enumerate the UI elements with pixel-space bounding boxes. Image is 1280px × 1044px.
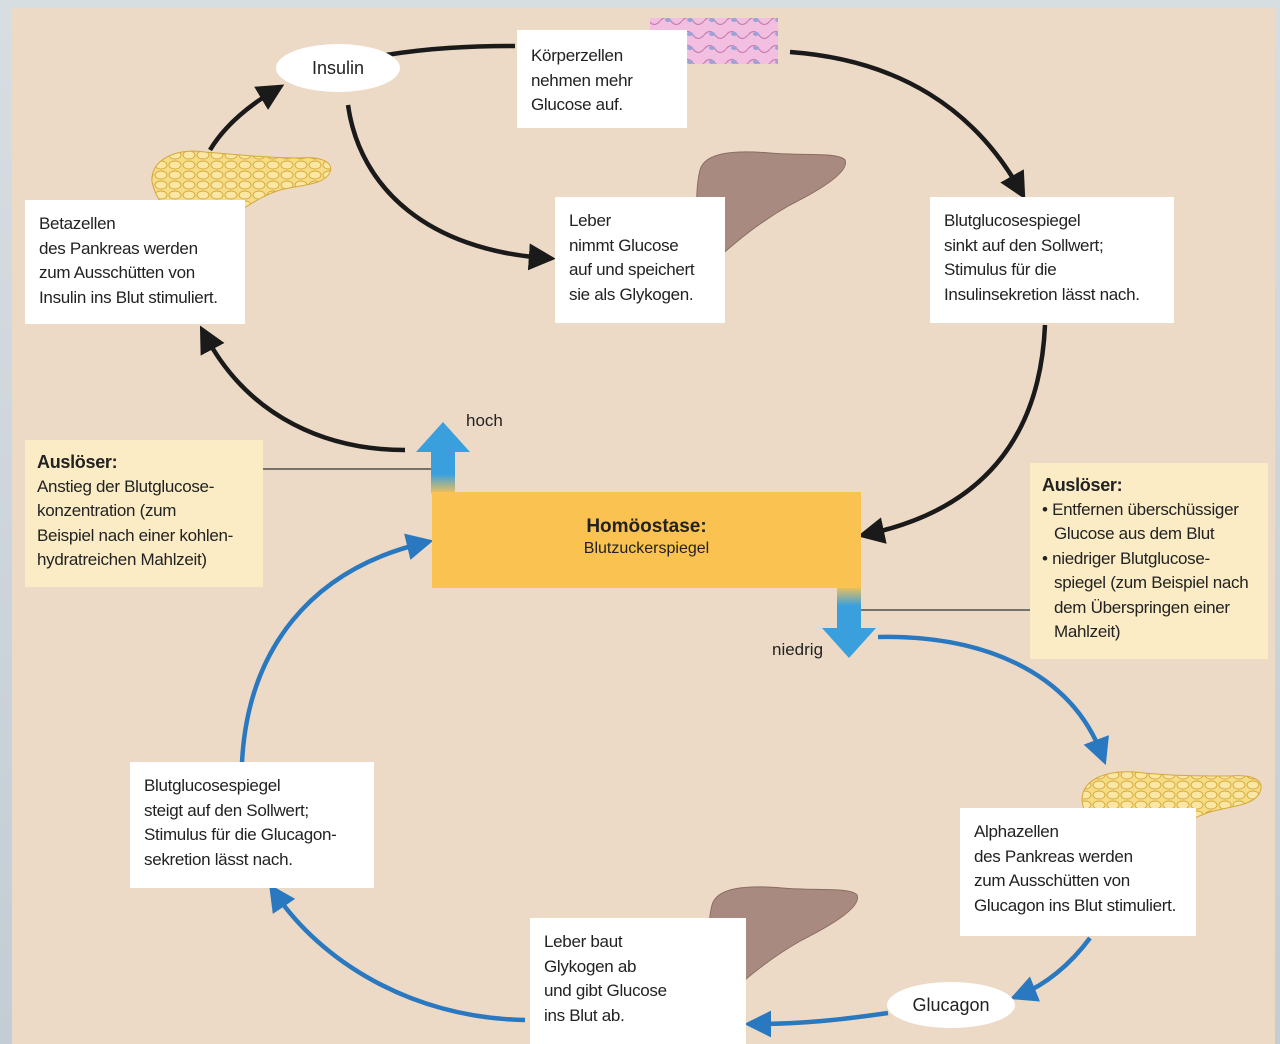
trigger-low-line: • niedriger Blutglucose-: [1042, 548, 1210, 568]
arrow-trigger-to-alpha: [877, 634, 1109, 766]
box-line: Glucagon ins Blut stimuliert.: [974, 895, 1176, 915]
trigger-low-box: Auslöser: • Entfernen überschüssiger Glu…: [1030, 463, 1268, 659]
arrow-liver-to-rise: [268, 884, 526, 1023]
box-line: Körperzellen: [531, 46, 623, 65]
trigger-high-heading: Auslöser:: [37, 452, 118, 472]
box-line: Stimulus für die Glucagon-: [144, 825, 337, 844]
arrow-bodycells-to-sink: [789, 49, 1026, 200]
box-line: zum Ausschütten von: [39, 263, 195, 282]
box-line: Alphazellen: [974, 822, 1059, 841]
trigger-high-line: hydratreichen Mahlzeit): [37, 550, 207, 569]
arrow-beta-to-insulin: [208, 84, 285, 152]
box-line: nimmt Glucose: [569, 235, 679, 255]
box-line: sekretion lässt nach.: [144, 849, 293, 869]
box-line: sinkt auf den Sollwert;: [944, 235, 1104, 255]
arrow-glucagon-to-liver: [744, 1010, 889, 1038]
box-line: auf und speichert: [569, 260, 695, 279]
homeostasis-box: Homöostase: Blutzuckerspiegel: [432, 492, 861, 588]
arrow-insulin-to-bodycells: [385, 43, 516, 58]
box-line: Insulin ins Blut stimuliert.: [39, 287, 218, 307]
liver-release-box: Leber baut Glykogen ab und gibt Glucose …: [530, 918, 746, 1044]
glucose-sinks-box: Blutglucosespiegel sinkt auf den Sollwer…: [930, 197, 1174, 323]
label-low: niedrig: [772, 640, 824, 659]
trigger-high-box: Auslöser: Anstieg der Blutglucose- konze…: [25, 440, 263, 587]
box-line: sie als Glykogen.: [569, 284, 694, 304]
body-cells-box: Körperzellen nehmen mehr Glucose auf.: [517, 30, 687, 128]
trigger-low-line: dem Überspringen einer: [1054, 597, 1230, 617]
arrow-trigger-to-beta: [199, 325, 406, 453]
trigger-high-line: konzentration (zum: [37, 501, 177, 520]
box-line: ins Blut ab.: [544, 1005, 625, 1025]
arrow-rise-to-homeostasis: [239, 533, 434, 763]
box-line: Leber: [569, 211, 611, 230]
box-line: Blutglucosespiegel: [144, 776, 281, 795]
box-line: des Pankreas werden: [974, 846, 1133, 866]
box-line: des Pankreas werden: [39, 238, 198, 258]
glucose-rises-box: Blutglucosespiegel steigt auf den Sollwe…: [130, 762, 374, 888]
trigger-high-line: Beispiel nach einer kohlen-: [37, 525, 234, 545]
box-line: zum Ausschütten von: [974, 871, 1130, 890]
box-line: Leber baut: [544, 932, 623, 951]
trigger-low-line: Glucose aus dem Blut: [1054, 524, 1215, 543]
box-line: und gibt Glucose: [544, 981, 667, 1000]
liver-store-box: Leber nimmt Glucose auf und speichert si…: [555, 197, 725, 323]
arrow-sink-to-homeostasis: [857, 324, 1048, 544]
trigger-low-line: spiegel (zum Beispiel nach: [1054, 573, 1249, 592]
arrow-alpha-to-glucagon: [1009, 936, 1092, 1002]
box-line: steigt auf den Sollwert;: [144, 800, 309, 820]
glucagon-oval: Glucagon: [887, 982, 1015, 1028]
box-line: Insulinsekretion lässt nach.: [944, 284, 1140, 304]
insulin-oval: Insulin: [276, 44, 400, 92]
trigger-low-line: • Entfernen überschüssiger: [1042, 499, 1239, 519]
box-line: Glucose auf.: [531, 95, 623, 114]
trigger-low-line: Mahlzeit): [1054, 622, 1121, 641]
box-line: Blutglucosespiegel: [944, 211, 1081, 230]
trigger-high-line: Anstieg der Blutglucose-: [37, 476, 215, 496]
trigger-low-heading: Auslöser:: [1042, 475, 1123, 495]
box-line: Glykogen ab: [544, 956, 637, 976]
homeostasis-title: Homöostase:: [586, 516, 707, 537]
homeostasis-subtitle: Blutzuckerspiegel: [583, 540, 710, 557]
box-line: Betazellen: [39, 214, 116, 233]
arrow-insulin-to-liver: [345, 104, 556, 271]
beta-cells-box: Betazellen des Pankreas werden zum Aussc…: [25, 200, 245, 324]
high-level-arrow: [416, 422, 470, 494]
label-high: hoch: [466, 411, 503, 430]
low-level-arrow: [822, 586, 876, 658]
box-line: Stimulus für die: [944, 260, 1057, 279]
box-line: nehmen mehr: [531, 70, 633, 90]
alpha-cells-box: Alphazellen des Pankreas werden zum Auss…: [960, 808, 1196, 936]
